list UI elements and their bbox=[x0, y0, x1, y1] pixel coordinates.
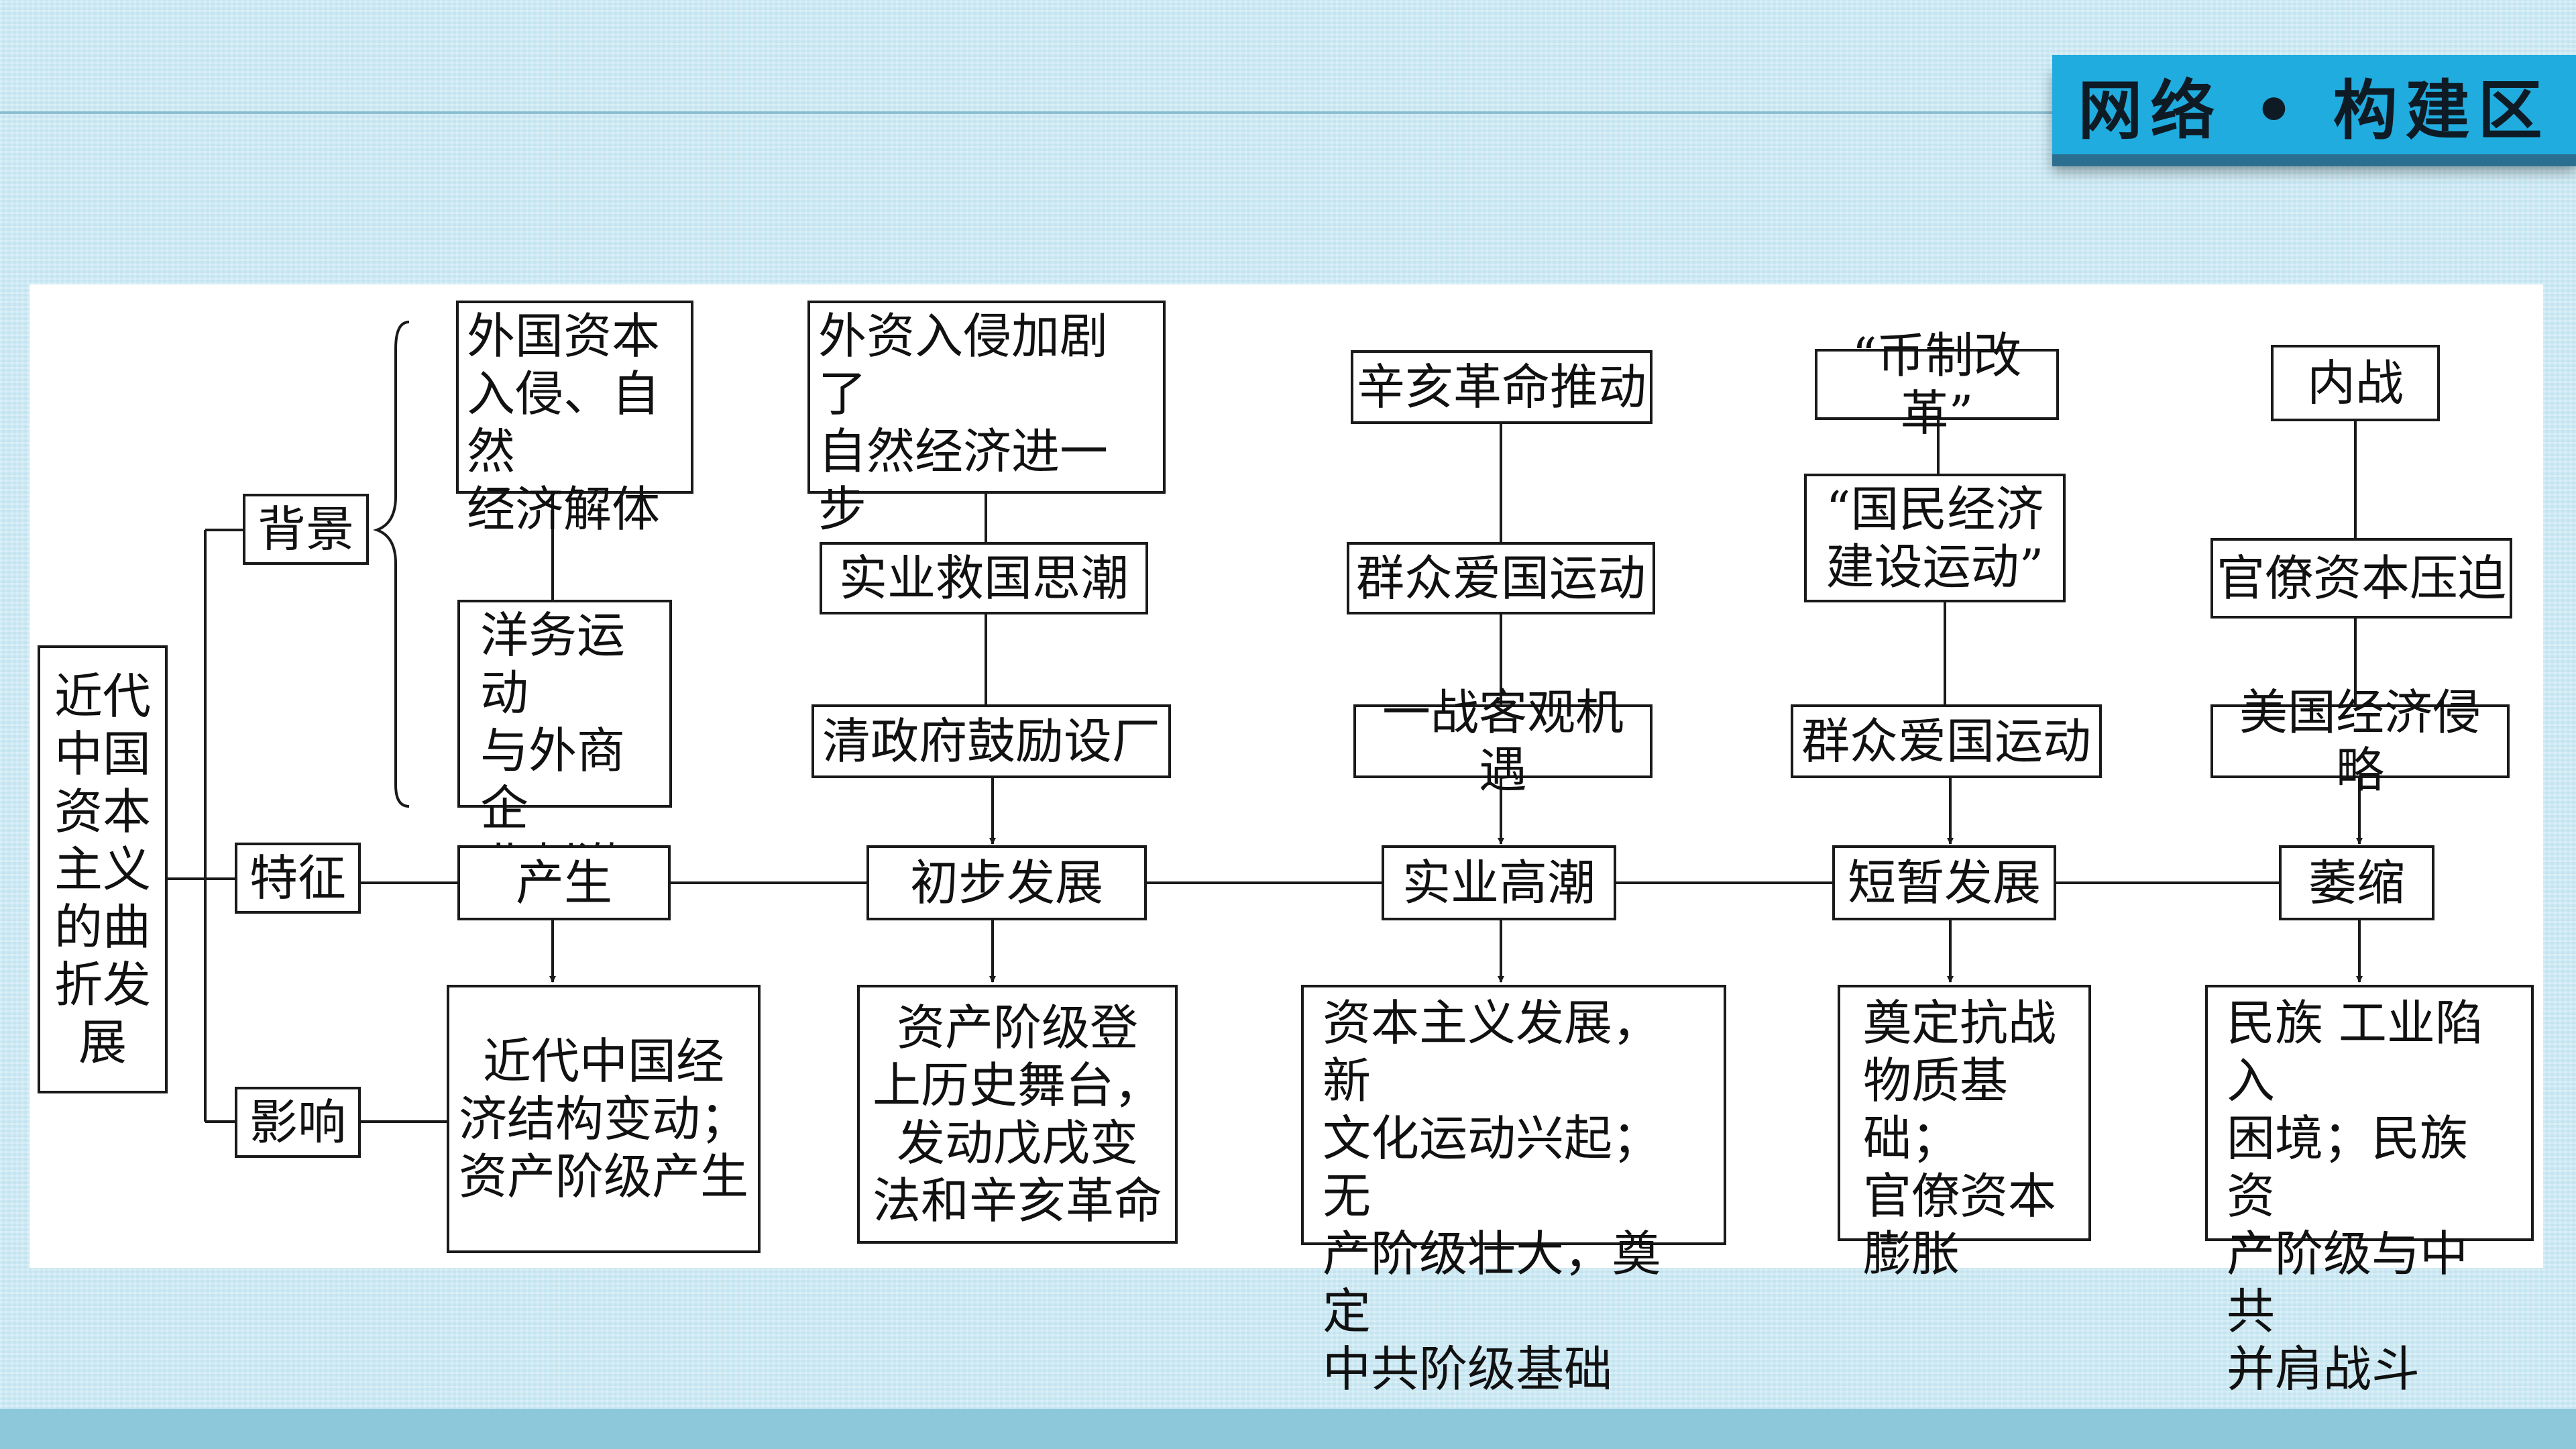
footer-bar bbox=[0, 1409, 2576, 1449]
root-topic: 近代 中国 资本 主义 的曲 折发 展 bbox=[38, 645, 168, 1093]
s4-cause-1: “币制改革” bbox=[1815, 327, 2059, 441]
s4-influence: 奠定抗战 物质基础； 官僚资本 膨胀 bbox=[1838, 985, 2091, 1282]
stage-5-name: 萎缩 bbox=[2279, 845, 2434, 920]
s2-cause-2: 实业救国思潮 bbox=[820, 542, 1148, 614]
s2-influence: 资产阶级登 上历史舞台， 发动戊戌变 法和辛亥革命 bbox=[857, 985, 1178, 1244]
category-influence: 影响 bbox=[235, 1087, 361, 1158]
s3-cause-2: 群众爱国运动 bbox=[1347, 542, 1655, 614]
stage-4-name: 短暂发展 bbox=[1832, 845, 2056, 920]
stage-3-name: 实业高潮 bbox=[1382, 845, 1616, 920]
s5-cause-3: 美国经济侵略 bbox=[2210, 684, 2510, 798]
stage-1-name: 产生 bbox=[457, 845, 671, 920]
s3-influence: 资本主义发展，新 文化运动兴起；无 产阶级壮大，奠定 中共阶级基础 bbox=[1301, 985, 1726, 1397]
s1-cause-1: 外国资本 入侵、自然 经济解体 bbox=[456, 301, 693, 537]
s4-cause-3: 群众爱国运动 bbox=[1791, 704, 2102, 778]
category-feature: 特征 bbox=[235, 843, 361, 914]
header-rule bbox=[0, 111, 2576, 114]
s5-cause-2: 官僚资本压迫 bbox=[2210, 538, 2512, 619]
s3-cause-3: 一战客观机遇 bbox=[1353, 684, 1653, 798]
s1-cause-2: 洋务运动 与外商企 业刺激 bbox=[457, 600, 672, 894]
background-brace bbox=[373, 321, 410, 808]
s2-cause-1: 外资入侵加剧了 自然经济进一步 解体 bbox=[807, 301, 1166, 595]
s4-cause-2: “国民经济 建设运动” bbox=[1804, 474, 2066, 602]
s3-cause-1: 辛亥革命推动 bbox=[1351, 350, 1653, 424]
section-title: 网络 • 构建区 bbox=[2078, 72, 2551, 148]
section-title-tab: 网络 • 构建区 bbox=[2052, 55, 2576, 154]
s5-influence: 民族 工业陷入 困境；民族资 产阶级与中共 并肩战斗 bbox=[2205, 985, 2534, 1397]
stage-2-name: 初步发展 bbox=[866, 845, 1147, 920]
s5-cause-1: 内战 bbox=[2271, 345, 2440, 421]
s1-influence: 近代中国经 济结构变动； 资产阶级产生 bbox=[447, 985, 761, 1253]
category-background: 背景 bbox=[243, 494, 369, 565]
s2-cause-3: 清政府鼓励设厂 bbox=[811, 704, 1171, 778]
